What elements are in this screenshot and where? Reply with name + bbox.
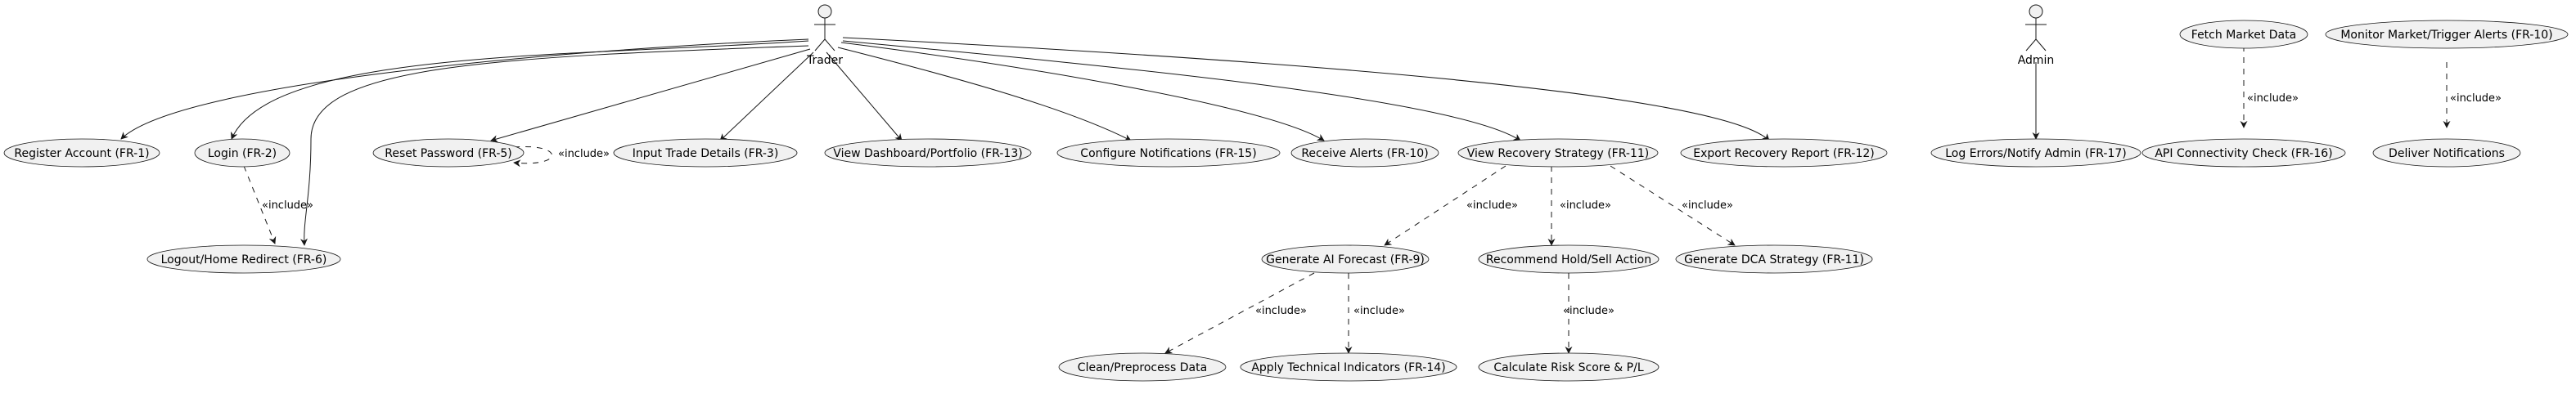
svg-text:Configure Notifications (FR-15: Configure Notifications (FR-15) (1080, 147, 1256, 160)
use-case-log-errors: Log Errors/Notify Admin (FR-17) (1930, 138, 2141, 168)
actor-admin: Admin (2018, 4, 2055, 67)
svg-text:Calculate Risk Score & P/L: Calculate Risk Score & P/L (1493, 361, 1643, 374)
svg-text:View Dashboard/Portfolio (FR-1: View Dashboard/Portfolio (FR-13) (833, 147, 1022, 160)
svg-text:View Recovery Strategy (FR-11): View Recovery Strategy (FR-11) (1467, 147, 1649, 160)
include-label: «include» (262, 199, 313, 212)
actor-label: Admin (2018, 54, 2055, 67)
svg-text:Input Trade Details (FR-3): Input Trade Details (FR-3) (633, 147, 779, 160)
assoc-trader-receive-alerts (840, 42, 1325, 141)
trader-associations (120, 37, 1770, 246)
use-case-recommend-action: Recommend Hold/Sell Action (1478, 244, 1660, 274)
assoc-trader-logout (299, 45, 809, 246)
svg-text:Deliver Notifications: Deliver Notifications (2389, 147, 2505, 160)
svg-text:Reset Password (FR-5): Reset Password (FR-5) (385, 147, 512, 160)
svg-text:Log Errors/Notify Admin (FR-17: Log Errors/Notify Admin (FR-17) (1945, 147, 2127, 160)
svg-text:Export Recovery Report (FR-12): Export Recovery Report (FR-12) (1693, 147, 1875, 160)
use-case-register-account: Register Account (FR-1) (3, 138, 160, 168)
use-case-export-report: Export Recovery Report (FR-12) (1680, 138, 1888, 168)
include-dependencies (243, 46, 2451, 354)
include-label: «include» (2247, 92, 2299, 105)
use-case-ai-forecast: Generate AI Forecast (FR-9) (1261, 244, 1430, 274)
assoc-trader-recovery-strategy (842, 40, 1521, 141)
use-case-deliver-notifications: Deliver Notifications (2372, 138, 2521, 168)
use-case-clean-data: Clean/Preprocess Data (1058, 352, 1227, 382)
assoc-trader-login (231, 40, 809, 140)
use-case-receive-alerts: Receive Alerts (FR-10) (1290, 138, 1439, 168)
svg-text:Clean/Preprocess Data: Clean/Preprocess Data (1078, 361, 1207, 374)
svg-text:Fetch Market Data: Fetch Market Data (2191, 29, 2296, 42)
use-case-dca-strategy: Generate DCA Strategy (FR-11) (1675, 244, 1873, 274)
use-case-logout: Logout/Home Redirect (FR-6) (146, 244, 341, 274)
svg-text:Receive Alerts (FR-10): Receive Alerts (FR-10) (1301, 147, 1428, 160)
assoc-trader-configure-notifications (837, 47, 1132, 141)
actor-trader: Trader (806, 4, 843, 67)
include-label: «include» (1560, 199, 1611, 212)
assoc-trader-register (120, 38, 809, 140)
stick-figure-icon (2025, 4, 2047, 51)
include-recovery-dca (1610, 165, 1736, 246)
include-label: «include» (1255, 305, 1307, 317)
svg-text:Recommend Hold/Sell Action: Recommend Hold/Sell Action (1486, 253, 1651, 266)
assoc-trader-export-report (842, 37, 1770, 141)
include-label: «include» (558, 148, 610, 160)
use-case-monitor-market: Monitor Market/Trigger Alerts (FR-10) (2325, 20, 2569, 49)
stick-figure-icon (814, 4, 835, 51)
svg-text:Monitor Market/Trigger Alerts: Monitor Market/Trigger Alerts (FR-10) (2340, 29, 2552, 42)
use-case-technical-indicators: Apply Technical Indicators (FR-14) (1240, 352, 1457, 382)
svg-text:Login (FR-2): Login (FR-2) (208, 147, 277, 160)
svg-text:Generate AI Forecast (FR-9): Generate AI Forecast (FR-9) (1266, 253, 1425, 266)
include-label: «include» (2450, 92, 2502, 105)
assoc-trader-reset-password (490, 48, 811, 143)
use-case-view-recovery-strategy: View Recovery Strategy (FR-11) (1457, 138, 1659, 168)
svg-text:Generate DCA Strategy (FR-11): Generate DCA Strategy (FR-11) (1684, 253, 1864, 266)
svg-text:Logout/Home Redirect (FR-6): Logout/Home Redirect (FR-6) (161, 253, 327, 266)
svg-text:Register Account (FR-1): Register Account (FR-1) (14, 147, 149, 160)
include-forecast-clean-data (1164, 272, 1315, 354)
use-case-view-dashboard: View Dashboard/Portfolio (FR-13) (824, 138, 1032, 168)
include-reset-password-self (513, 146, 552, 168)
assoc-trader-dashboard (826, 51, 903, 141)
include-label: «include» (1353, 305, 1405, 317)
use-case-reset-password: Reset Password (FR-5) (372, 138, 525, 168)
include-labels: «include» «include» «include» «include» … (262, 92, 2502, 317)
include-login-logout (243, 165, 277, 244)
svg-text:Apply Technical Indicators (FR: Apply Technical Indicators (FR-14) (1251, 361, 1445, 374)
use-case-input-trade: Input Trade Details (FR-3) (613, 138, 798, 168)
use-case-api-check: API Connectivity Check (FR-16) (2141, 138, 2346, 168)
assoc-trader-input-trade (719, 51, 814, 141)
use-case-login: Login (FR-2) (194, 138, 290, 168)
use-case-configure-notifications: Configure Notifications (FR-15) (1056, 138, 1281, 168)
svg-text:API Connectivity Check (FR-16): API Connectivity Check (FR-16) (2155, 147, 2332, 160)
include-label: «include» (1682, 199, 1733, 212)
include-label: «include» (1466, 199, 1518, 212)
include-recovery-ai-forecast (1384, 165, 1506, 246)
include-label: «include» (1563, 305, 1615, 317)
actor-label: Trader (806, 54, 843, 67)
use-case-fetch-market-data: Fetch Market Data (2179, 20, 2308, 49)
use-case-risk-score: Calculate Risk Score & P/L (1478, 352, 1660, 382)
